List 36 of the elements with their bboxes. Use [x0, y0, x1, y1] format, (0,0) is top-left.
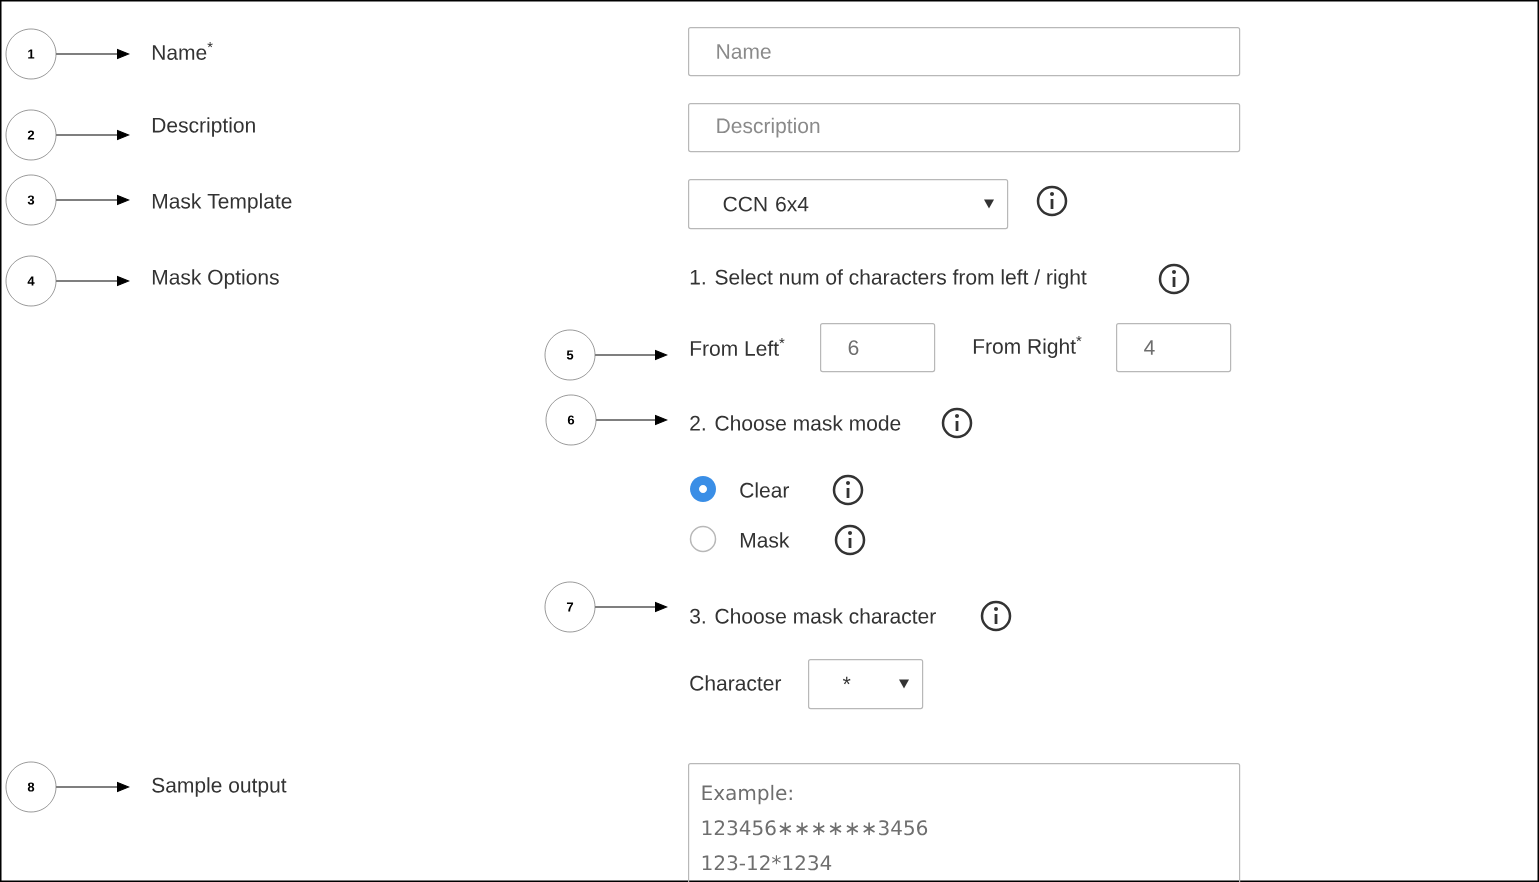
field-label: 3. Choose mask character	[690, 608, 936, 624]
text-label: From Right$^{*}$	[973, 336, 1082, 358]
field-label: Sample output	[152, 777, 287, 797]
field-label: Description	[152, 117, 255, 137]
callout-number: 4	[5, 255, 57, 307]
callout-number: 7	[544, 581, 596, 633]
output-box: Example: 123456∗∗∗∗∗∗3456 123-12*1234	[688, 763, 1241, 882]
field-label: From Left$^{*}$	[690, 338, 785, 356]
input-field: 6	[820, 323, 936, 373]
arrow	[55, 130, 130, 140]
callout-number: 5	[544, 329, 596, 381]
arrow	[594, 350, 668, 360]
arrow	[55, 49, 130, 59]
input-field: Description	[688, 103, 1241, 153]
text-label: Character	[690, 675, 782, 691]
arrow	[55, 276, 130, 286]
field-label: Name$^{*}$	[152, 42, 213, 60]
text-label: Mask	[740, 532, 790, 548]
text-label: Clear	[740, 482, 790, 498]
input-field: Name	[688, 27, 1241, 77]
input-field: 4	[1116, 323, 1232, 373]
arrow	[55, 782, 130, 792]
field-label: Mask Options	[152, 269, 279, 289]
callout-number: 6	[545, 394, 597, 446]
dropdown-field: CCN 6x4	[688, 179, 1009, 230]
arrow	[55, 195, 130, 205]
dropdown-field: *	[808, 659, 924, 710]
callout-number: 3	[5, 174, 57, 226]
field-label: Mask Template	[152, 193, 292, 213]
callout-number: 2	[5, 109, 57, 161]
callout-number: 1	[5, 28, 57, 80]
arrow	[594, 602, 668, 612]
field-label: 2. Choose mask mode	[690, 415, 901, 431]
arrow	[595, 415, 668, 425]
callout-number: 8	[5, 761, 57, 813]
text-label: 1. Select num of characters from left / right	[690, 269, 1087, 289]
